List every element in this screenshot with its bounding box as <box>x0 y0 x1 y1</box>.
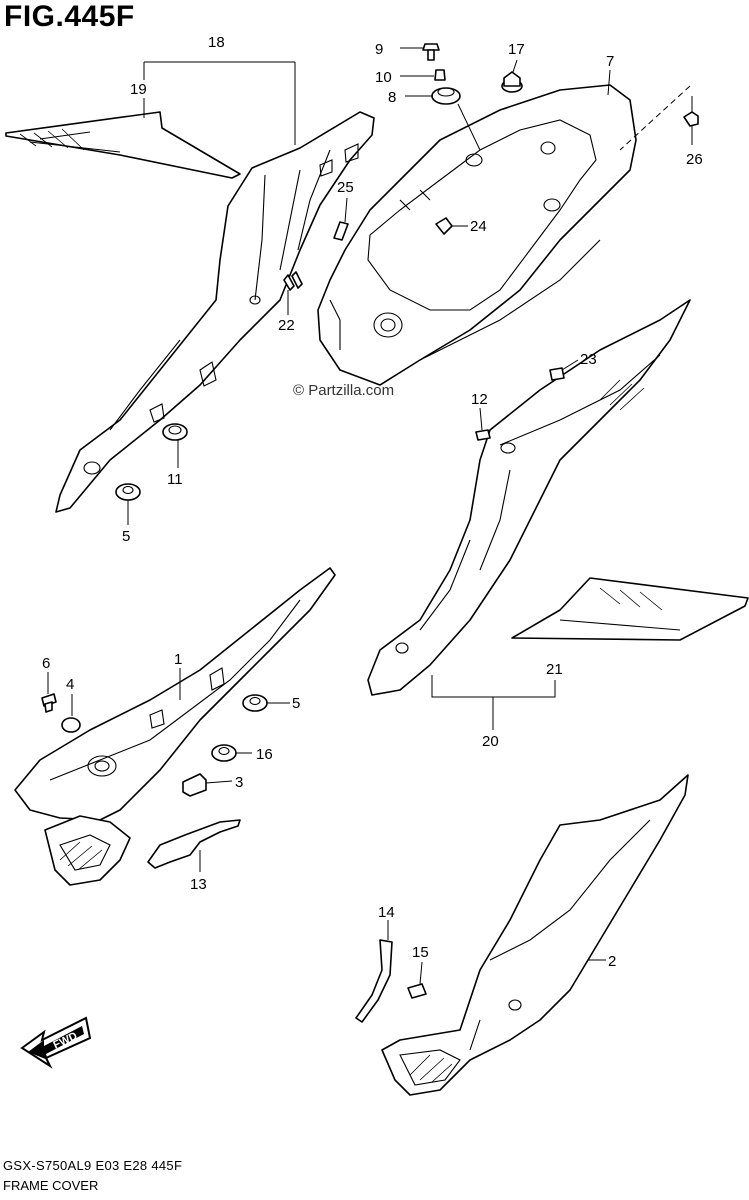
callout-13: 13 <box>190 876 207 893</box>
callout-11: 11 <box>167 471 183 488</box>
part-19-trim[interactable] <box>5 111 241 179</box>
callout-9: 9 <box>375 41 383 58</box>
bolt-9[interactable] <box>422 43 440 61</box>
callout-18: 18 <box>208 34 225 51</box>
callout-20: 20 <box>482 733 499 750</box>
part-7-tail-cowl[interactable] <box>317 84 637 386</box>
part-14-stay[interactable] <box>355 939 393 1023</box>
grommet-11[interactable] <box>162 423 188 441</box>
screw-6[interactable] <box>41 693 57 713</box>
part-25-pad[interactable] <box>333 221 349 241</box>
part-21-trim[interactable] <box>511 577 749 641</box>
figure-name: FRAME COVER <box>3 1178 99 1193</box>
callout-24: 24 <box>470 218 487 235</box>
callout-4: 4 <box>66 676 74 693</box>
part-13-bracket[interactable] <box>147 819 241 869</box>
screw-15[interactable] <box>407 983 427 999</box>
callout-2: 2 <box>608 953 616 970</box>
leader-lines <box>47 47 693 985</box>
callout-10: 10 <box>375 69 392 86</box>
part-1-frame-cover[interactable] <box>14 567 336 886</box>
callout-16: 16 <box>256 746 273 763</box>
callout-1: 1 <box>174 651 182 668</box>
callout-5-lower: 5 <box>292 695 300 712</box>
callout-3: 3 <box>235 774 243 791</box>
screw-23[interactable] <box>549 367 565 381</box>
callout-5-upper: 5 <box>122 528 130 545</box>
callout-15: 15 <box>412 944 429 961</box>
figure-title: FIG.445F <box>4 0 135 33</box>
grommet-17[interactable] <box>501 71 523 93</box>
part-22-fasteners[interactable] <box>283 271 303 291</box>
callout-23: 23 <box>580 351 597 368</box>
spacer-10[interactable] <box>434 69 446 81</box>
part-3-cushion[interactable] <box>182 773 207 797</box>
callout-14: 14 <box>378 904 395 921</box>
callout-17: 17 <box>508 41 525 58</box>
screw-12[interactable] <box>475 429 491 441</box>
part-20-side-cover[interactable] <box>367 299 691 696</box>
callout-8: 8 <box>388 89 396 106</box>
fwd-arrow-icon: FWD <box>20 1016 92 1069</box>
callout-25: 25 <box>337 179 354 196</box>
grommet-5-lower[interactable] <box>242 694 268 712</box>
grommet-8[interactable] <box>431 87 461 105</box>
callout-labels: 18 19 9 10 8 17 7 26 25 24 22 23 12 11 5… <box>42 34 703 970</box>
grommet-16[interactable] <box>211 744 237 762</box>
callout-21: 21 <box>546 661 563 678</box>
spacer-4[interactable] <box>61 717 81 733</box>
part-26-clip[interactable] <box>683 111 699 127</box>
part-2-frame-cover[interactable] <box>381 774 689 1096</box>
model-code: GSX-S750AL9 E03 E28 445F <box>3 1158 183 1173</box>
callout-7: 7 <box>606 53 614 70</box>
callout-19: 19 <box>130 81 147 98</box>
watermark: © Partzilla.com <box>293 382 395 399</box>
callout-26: 26 <box>686 151 703 168</box>
grommet-5-upper[interactable] <box>115 483 141 501</box>
callout-12: 12 <box>471 391 488 408</box>
callout-22: 22 <box>278 317 295 334</box>
callout-6: 6 <box>42 655 50 672</box>
part-18-side-cover[interactable] <box>55 111 375 513</box>
